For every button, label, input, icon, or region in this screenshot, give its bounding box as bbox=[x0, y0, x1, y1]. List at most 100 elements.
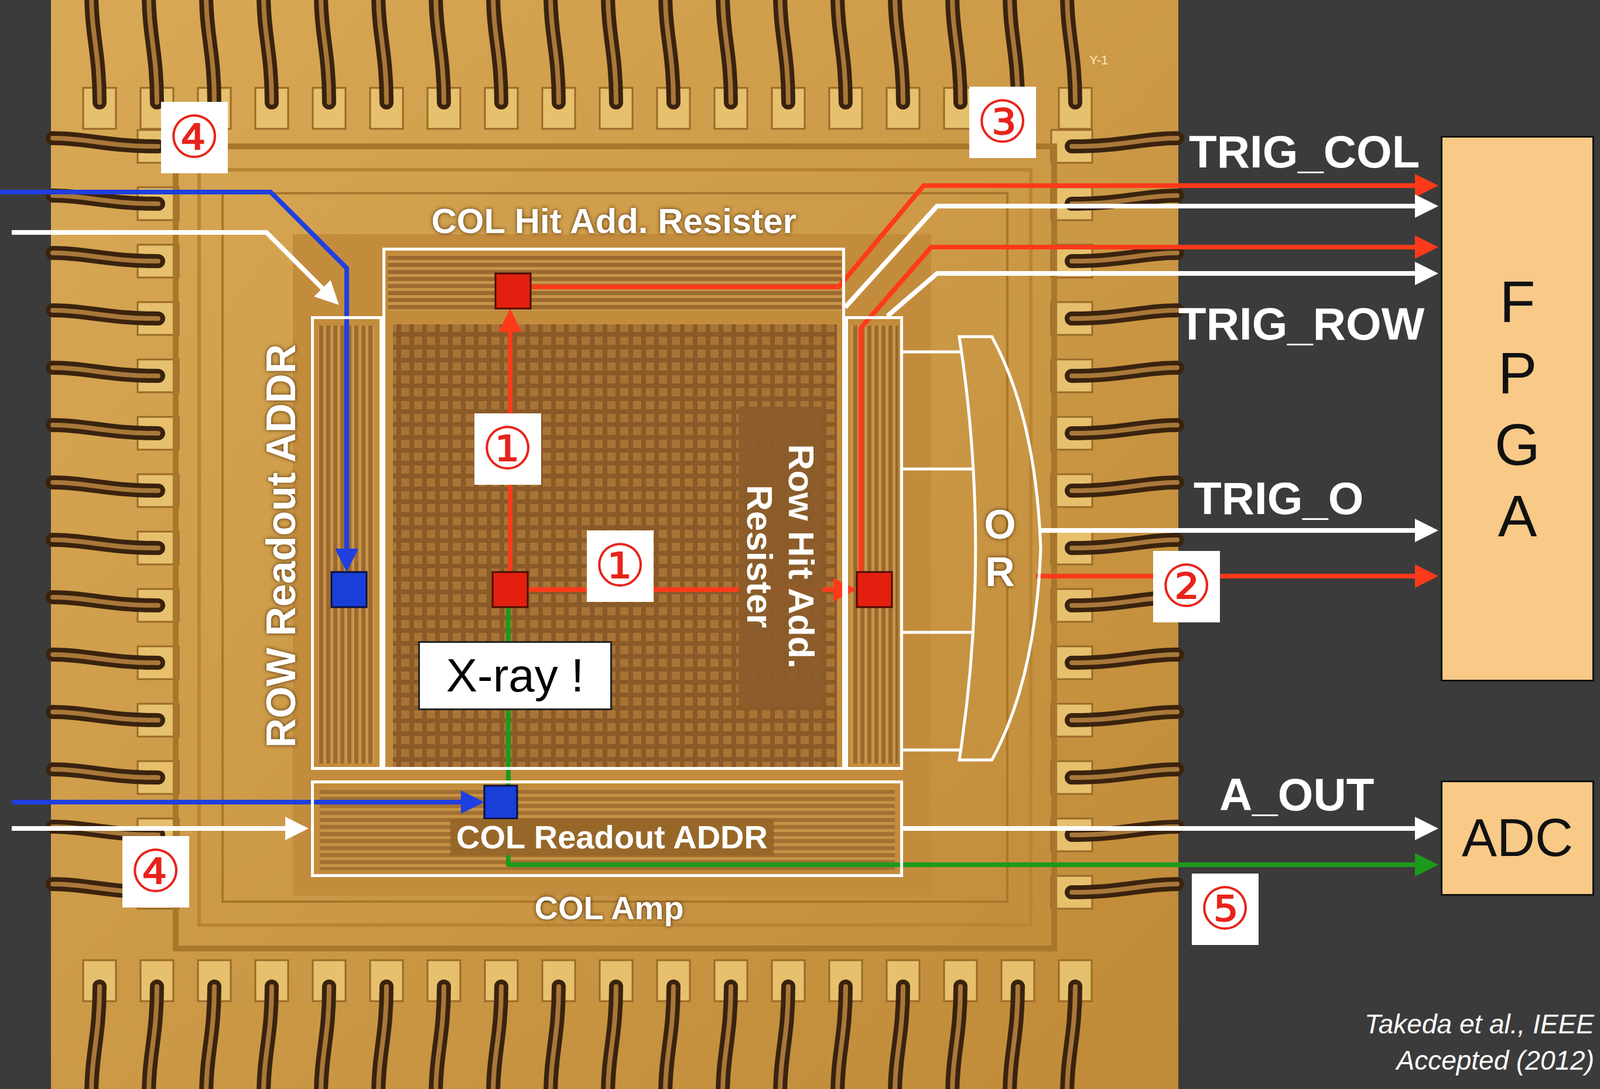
bond-wire bbox=[435, 0, 444, 103]
chip-die bbox=[50, 0, 1179, 1089]
core-area bbox=[292, 234, 932, 897]
bond-wire bbox=[320, 986, 330, 1089]
bond-wire bbox=[1071, 253, 1178, 262]
bond-wire bbox=[1071, 539, 1178, 549]
bond-wire-core bbox=[148, 986, 157, 1089]
bond-wire bbox=[320, 0, 330, 103]
bond-wire bbox=[52, 712, 159, 721]
row-address-cell bbox=[331, 572, 367, 608]
signal-name: TRIG_O bbox=[1193, 475, 1364, 522]
bond-wire-core bbox=[1071, 712, 1178, 721]
bond-wire bbox=[52, 138, 159, 147]
bond-wire bbox=[780, 986, 789, 1089]
signal-arrow bbox=[845, 206, 1420, 308]
bond-wire bbox=[1071, 712, 1178, 721]
bond-wire-core bbox=[837, 986, 846, 1089]
node-text: Row Hit Add. Resister bbox=[739, 406, 823, 707]
bond-wire bbox=[550, 986, 559, 1089]
bond-wire bbox=[1071, 425, 1178, 434]
or-gate-shape bbox=[959, 336, 1041, 761]
bond-wire-core bbox=[435, 0, 444, 103]
bond-wire-core bbox=[493, 0, 502, 103]
bond-wire-core bbox=[1071, 253, 1178, 262]
bond-wire bbox=[837, 0, 846, 103]
or-input bbox=[903, 350, 962, 354]
bond-wire-core bbox=[435, 986, 444, 1089]
bond-wire-core bbox=[1071, 425, 1178, 434]
row-hit-cell bbox=[856, 572, 892, 608]
bond-wire-core bbox=[378, 986, 387, 1089]
node-text: OR bbox=[979, 501, 1021, 596]
bond-wire bbox=[52, 539, 159, 549]
bond-wire-core bbox=[722, 986, 731, 1089]
bond-wire bbox=[91, 986, 100, 1089]
bond-wire bbox=[52, 597, 159, 606]
bond-wire bbox=[952, 986, 961, 1089]
bond-wire-core bbox=[148, 0, 157, 103]
bond-wire bbox=[435, 986, 444, 1089]
bond-wire-core bbox=[1071, 769, 1178, 778]
bond-wire-core bbox=[206, 0, 215, 103]
signal-arrow bbox=[903, 826, 1420, 832]
bond-wire bbox=[1071, 367, 1178, 376]
bond-wire-core bbox=[1067, 986, 1076, 1089]
adc-box: ADC bbox=[1440, 780, 1595, 897]
bond-wire-core bbox=[607, 986, 617, 1089]
col-hit-cell bbox=[495, 273, 531, 309]
bond-wire-core bbox=[665, 0, 674, 103]
bond-wire-core bbox=[1071, 310, 1178, 319]
bond-wire bbox=[894, 986, 904, 1089]
bond-wire-core bbox=[52, 138, 159, 147]
bond-wire bbox=[206, 0, 215, 103]
signal-arrow bbox=[1036, 573, 1420, 579]
bond-wire bbox=[1071, 310, 1178, 319]
bond-wire-core bbox=[1071, 539, 1178, 549]
bond-wire-core bbox=[894, 986, 904, 1089]
bond-wire-core bbox=[378, 0, 387, 103]
bond-wire-core bbox=[320, 0, 330, 103]
input-wire bbox=[11, 826, 290, 832]
bond-wire bbox=[52, 482, 159, 491]
bond-wire bbox=[837, 986, 846, 1089]
bond-wire-core bbox=[52, 597, 159, 606]
bond-wire-core bbox=[52, 310, 159, 319]
bond-wire bbox=[1071, 195, 1178, 204]
bond-wire bbox=[1067, 986, 1076, 1089]
bond-wire bbox=[1071, 884, 1178, 893]
bond-wire-core bbox=[52, 425, 159, 434]
bond-wire-core bbox=[607, 0, 617, 103]
bond-wire-core bbox=[1071, 367, 1178, 376]
bond-wire-core bbox=[52, 769, 159, 778]
bond-wire-core bbox=[52, 712, 159, 721]
bond-wire-core bbox=[1009, 986, 1018, 1089]
signal-name: TRIG_ROW bbox=[1178, 301, 1425, 347]
seal-ring bbox=[199, 169, 1031, 926]
bond-wire-core bbox=[1071, 195, 1178, 204]
bond-wire-core bbox=[91, 0, 100, 103]
pixel-array bbox=[392, 324, 837, 768]
bond-wire-core bbox=[91, 986, 100, 1089]
bond-wire bbox=[206, 986, 215, 1089]
bond-wire bbox=[1071, 138, 1178, 147]
chip-marking: Y-1 bbox=[1089, 53, 1109, 67]
bond-wire bbox=[952, 0, 961, 103]
bond-wire-core bbox=[493, 986, 502, 1089]
or-input bbox=[903, 749, 961, 752]
bond-wire bbox=[493, 0, 502, 103]
bond-wire bbox=[894, 0, 904, 103]
or-gate: OR bbox=[959, 336, 1041, 761]
bond-wire bbox=[52, 769, 159, 778]
bond-wire-core bbox=[952, 0, 961, 103]
bond-wire bbox=[1071, 769, 1178, 778]
bond-wire-core bbox=[52, 654, 159, 663]
bond-wire bbox=[722, 0, 731, 103]
bond-wire bbox=[665, 0, 674, 103]
bond-wire bbox=[91, 0, 100, 103]
input-wire bbox=[11, 232, 326, 292]
signal-name: A_OUT bbox=[1219, 771, 1374, 818]
bond-wire-core bbox=[206, 986, 215, 1089]
node-text: ADC bbox=[1461, 809, 1574, 868]
bond-wire-core bbox=[263, 986, 272, 1089]
